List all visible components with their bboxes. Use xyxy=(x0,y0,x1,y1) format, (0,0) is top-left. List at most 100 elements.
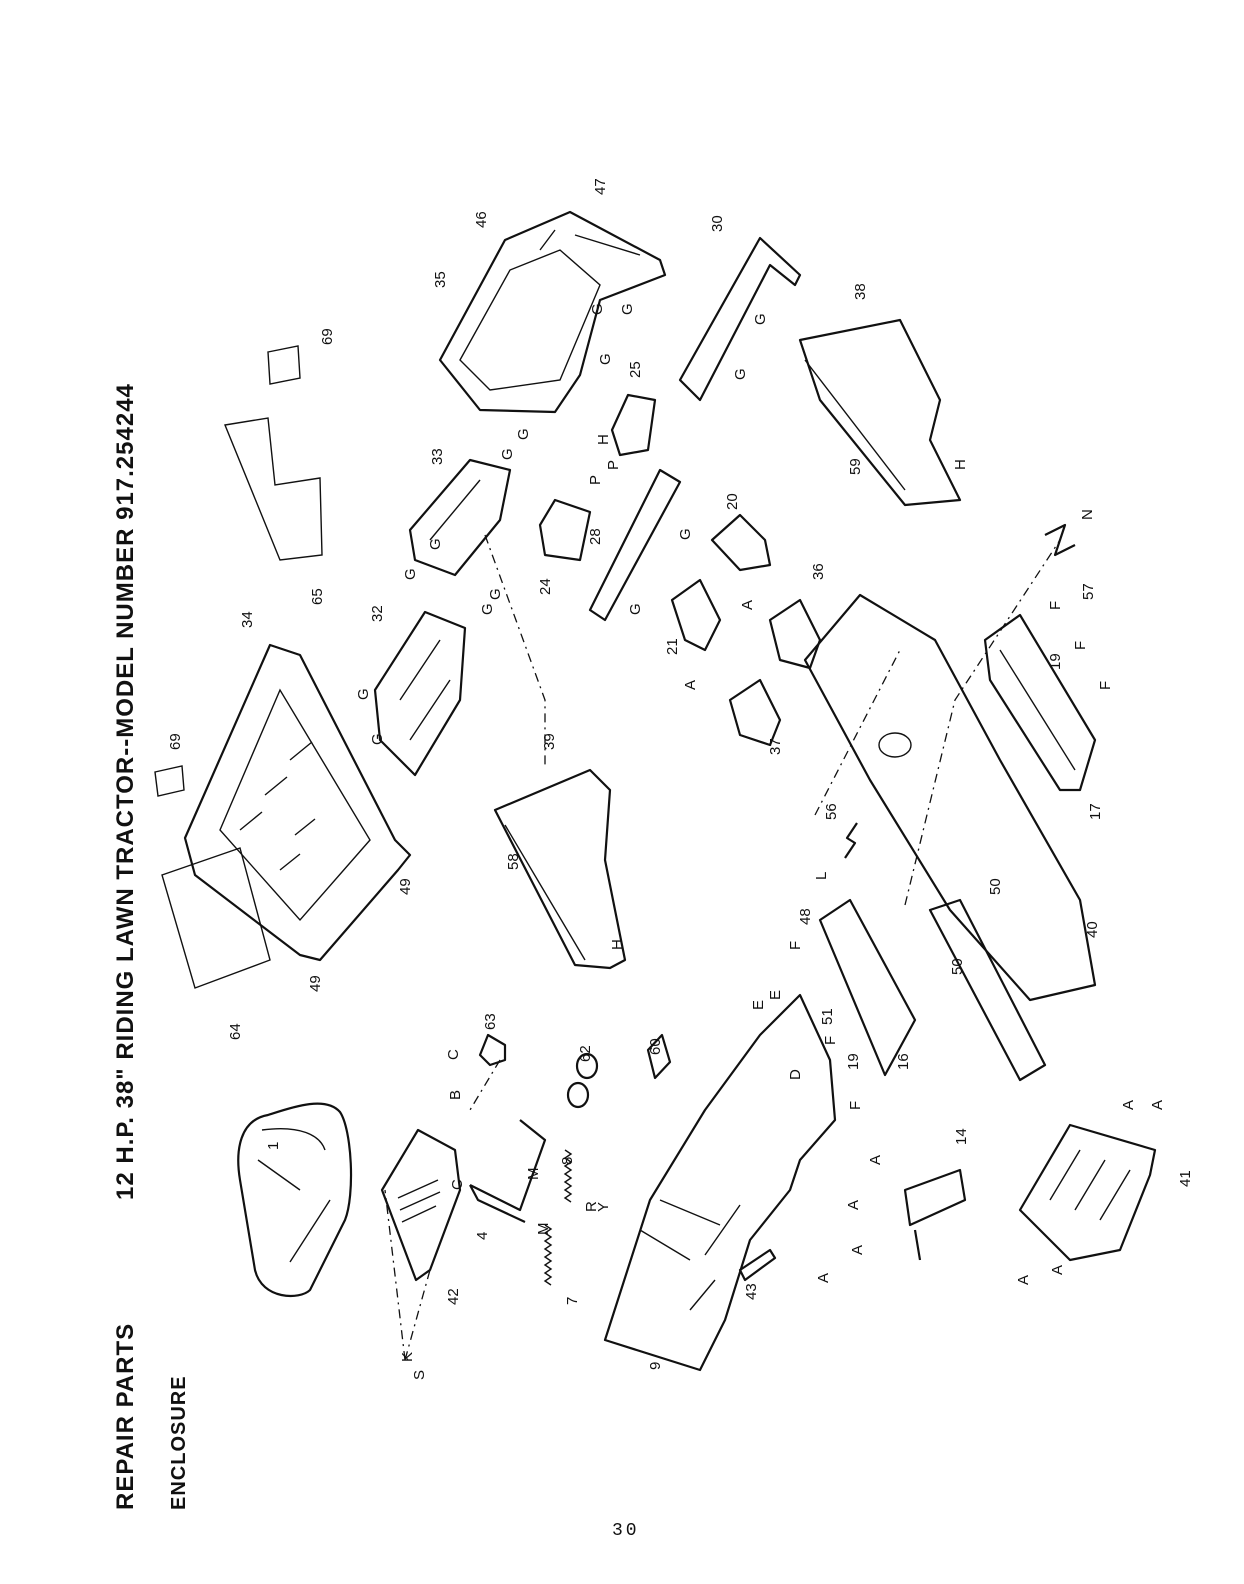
part-number-label: 65 xyxy=(309,588,326,605)
part-number-label: 59 xyxy=(847,458,864,475)
reference-letter-label: G xyxy=(355,688,372,700)
reference-letter-label: A xyxy=(815,1273,832,1283)
reference-letter-label: A xyxy=(739,600,756,610)
part-number-label: 38 xyxy=(852,283,869,300)
part-number-label: 1 xyxy=(265,1142,282,1150)
part-number-label: 42 xyxy=(445,1288,462,1305)
reference-letter-label: G xyxy=(627,603,644,615)
part-number-label: 50 xyxy=(987,878,1004,895)
part-number-label: 41 xyxy=(1177,1170,1194,1187)
reference-letter-label: A xyxy=(1049,1265,1066,1275)
part-32-bracket xyxy=(373,610,467,777)
frame-assembly xyxy=(803,593,1097,1082)
reference-letter-label: A xyxy=(845,1200,862,1210)
part-58-39-panel xyxy=(493,768,627,970)
part-9-fender xyxy=(603,993,837,1372)
part-34-hood xyxy=(183,643,412,962)
part-24 xyxy=(538,498,592,562)
reference-letter-label: A xyxy=(849,1245,866,1255)
part-number-label: 21 xyxy=(664,638,681,655)
part-60 xyxy=(646,1033,672,1080)
springs-7-8 xyxy=(543,1149,573,1286)
reference-letter-label: G xyxy=(752,313,769,325)
part-63 xyxy=(478,1033,507,1067)
part-35-46-47-dash xyxy=(438,210,667,414)
reference-letter-label: G xyxy=(479,603,496,615)
part-30-rail xyxy=(678,236,802,402)
reference-letter-label: Y xyxy=(595,1202,612,1212)
part-number-label: 14 xyxy=(953,1128,970,1145)
reference-letter-label: S xyxy=(411,1370,428,1380)
part-number-label: 28 xyxy=(587,528,604,545)
reference-letter-label: G xyxy=(402,568,419,580)
part-69-decal-a xyxy=(267,345,301,385)
part-number-label: 60 xyxy=(647,1038,664,1055)
reference-letter-label: F xyxy=(1097,681,1114,690)
reference-letter-label: G xyxy=(619,303,636,315)
part-number-label: 57 xyxy=(1080,583,1097,600)
part-number-label: 20 xyxy=(724,493,741,510)
part-25 xyxy=(610,393,657,457)
part-41-cover xyxy=(1018,1123,1157,1262)
reference-letter-label: M xyxy=(525,1168,542,1181)
reference-letter-label: C xyxy=(445,1049,462,1060)
part-69-decal-b xyxy=(154,765,185,797)
part-21-bracket xyxy=(670,578,722,652)
part-number-label: 69 xyxy=(167,733,184,750)
reference-letter-label: G xyxy=(369,733,386,745)
part-33-bracket xyxy=(408,458,512,577)
reference-letters: A A A A A A A A A A B C C D E E F F F F … xyxy=(355,303,1166,1380)
reference-letter-label: A xyxy=(1015,1275,1032,1285)
part-number-label: 33 xyxy=(429,448,446,465)
part-64-decal xyxy=(161,847,271,989)
reference-letter-label: E xyxy=(767,990,784,1000)
part-56-clip xyxy=(844,822,858,859)
reference-letter-label: A xyxy=(1149,1100,1166,1110)
reference-letter-label: G xyxy=(515,428,532,440)
reference-letter-label: G xyxy=(597,353,614,365)
reference-letter-label: G xyxy=(487,588,504,600)
part-number-label: 50 xyxy=(949,958,966,975)
reference-letter-label: C xyxy=(449,1179,466,1190)
part-number-label: 25 xyxy=(627,361,644,378)
part-62-knobs xyxy=(566,1052,599,1109)
part-callouts: 1 4 7 8 9 14 16 17 19 19 20 21 24 25 28 … xyxy=(167,178,1194,1370)
part-20-bracket xyxy=(710,513,772,572)
part-28-rail xyxy=(588,468,682,622)
part-number-label: 47 xyxy=(592,178,609,195)
part-number-label: 19 xyxy=(845,1053,862,1070)
part-38-59-panel xyxy=(798,318,962,507)
part-number-label: 32 xyxy=(369,605,386,622)
reference-letter-label: F xyxy=(1047,601,1064,610)
reference-letter-label: E xyxy=(750,1000,767,1010)
reference-letter-label: D xyxy=(787,1069,804,1080)
part-1-seat xyxy=(237,1102,353,1298)
reference-letter-label: H xyxy=(609,939,626,950)
part-number-label: 37 xyxy=(767,738,784,755)
part-number-label: 35 xyxy=(432,271,449,288)
reference-letter-label: L xyxy=(813,872,830,880)
part-number-label: 8 xyxy=(559,1157,576,1165)
part-number-label: 69 xyxy=(319,328,336,345)
part-number-label: 39 xyxy=(541,733,558,750)
part-number-label: 48 xyxy=(797,908,814,925)
part-37-bracket xyxy=(728,678,782,747)
reference-letter-label: G xyxy=(499,448,516,460)
reference-letter-label: R xyxy=(583,1201,600,1212)
reference-letter-label: P xyxy=(587,475,604,485)
part-42-seat-pan xyxy=(380,1128,462,1282)
part-number-label: 40 xyxy=(1084,921,1101,938)
reference-letter-label: A xyxy=(867,1155,884,1165)
part-43 xyxy=(738,1248,777,1282)
part-number-label: 16 xyxy=(895,1053,912,1070)
part-number-label: 4 xyxy=(474,1232,491,1240)
reference-letter-label: A xyxy=(682,680,699,690)
reference-letter-label: H xyxy=(952,459,969,470)
part-65-decal xyxy=(224,417,323,561)
part-number-label: 46 xyxy=(473,211,490,228)
part-number-label: 49 xyxy=(307,975,324,992)
reference-letter-label: G xyxy=(589,303,606,315)
part-number-label: 30 xyxy=(709,215,726,232)
part-number-label: 51 xyxy=(819,1008,836,1025)
